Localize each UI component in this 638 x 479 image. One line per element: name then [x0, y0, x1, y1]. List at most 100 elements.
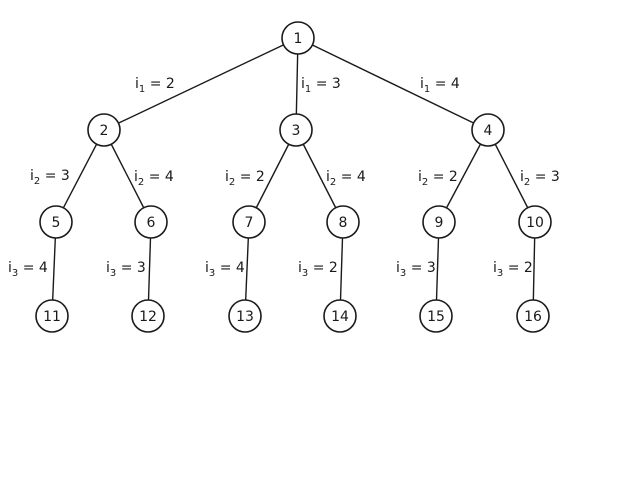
tree-node-9: 9	[422, 205, 456, 239]
edge-label-equals: =	[144, 169, 165, 185]
edge-label-variable: i	[301, 76, 305, 92]
tree-edge-8-14	[339, 237, 344, 301]
edge-label-subscript: 2	[524, 177, 530, 188]
tree-node-label: 12	[139, 309, 157, 325]
edge-label-value: 4	[236, 260, 245, 276]
tree-edge-3-8	[302, 143, 337, 209]
edge-label-value: 4	[165, 169, 174, 185]
tree-node-label: 5	[52, 215, 61, 231]
edge-label-value: 3	[137, 260, 146, 276]
edge-label-value: 2	[449, 169, 458, 185]
edge-label-equals: =	[311, 76, 332, 92]
edge-label-equals: =	[530, 169, 551, 185]
tree-edge-1-4	[312, 44, 474, 124]
edge-label-subscript: 2	[229, 177, 235, 188]
edge-label-subscript: 2	[138, 177, 144, 188]
edge-label-variable: i	[420, 76, 424, 92]
edge-label-equals: =	[308, 260, 329, 276]
edge-label-subscript: 3	[209, 268, 215, 279]
tree-node-circle	[131, 299, 165, 333]
tree-node-15: 15	[419, 299, 453, 333]
tree-edge-5-11	[51, 237, 57, 301]
tree-node-circle	[518, 205, 552, 239]
tree-node-circle	[471, 113, 505, 147]
tree-node-1: 1	[281, 21, 315, 55]
edge-label-3-8: i2 = 4	[326, 169, 366, 188]
tree-node-label: 7	[245, 215, 254, 231]
edge-label-subscript: 2	[422, 177, 428, 188]
tree-node-circle	[419, 299, 453, 333]
edge-label-subscript: 3	[302, 268, 308, 279]
edge-label-3-7: i2 = 2	[225, 169, 265, 188]
edge-label-subscript: 3	[110, 268, 116, 279]
edge-label-variable: i	[493, 260, 497, 276]
tree-node-6: 6	[134, 205, 168, 239]
edge-label-value: 3	[332, 76, 341, 92]
tree-node-label: 14	[331, 309, 349, 325]
tree-edge-2-5	[62, 143, 98, 209]
tree-node-label: 3	[292, 123, 301, 139]
edge-label-subscript: 1	[424, 84, 430, 95]
edge-label-1-4: i1 = 4	[420, 76, 460, 95]
tree-edge-4-10	[494, 143, 529, 209]
tree-node-circle	[39, 205, 73, 239]
tree-node-10: 10	[518, 205, 552, 239]
tree-edge-9-15	[435, 237, 440, 301]
tree-edge-2-6	[110, 143, 145, 209]
edge-label-6-12: i3 = 3	[106, 260, 146, 279]
edge-label-equals: =	[503, 260, 524, 276]
edge-label-variable: i	[30, 168, 34, 184]
tree-edge-4-9	[445, 143, 482, 209]
tree-edge-3-7	[255, 143, 290, 209]
edge-label-variable: i	[134, 169, 138, 185]
tree-node-circle	[87, 113, 121, 147]
tree-edge-10-16	[532, 237, 536, 301]
edge-label-variable: i	[225, 169, 229, 185]
tree-node-label: 2	[100, 123, 109, 139]
edge-label-7-13: i3 = 4	[205, 260, 245, 279]
tree-node-label: 11	[43, 309, 61, 325]
tree-node-7: 7	[232, 205, 266, 239]
tree-node-circle	[228, 299, 262, 333]
edge-label-9-15: i3 = 3	[396, 260, 436, 279]
edge-label-value: 3	[61, 168, 70, 184]
edge-label-value: 3	[551, 169, 560, 185]
tree-node-16: 16	[516, 299, 550, 333]
tree-node-circle	[422, 205, 456, 239]
tree-edge-1-3	[295, 53, 299, 115]
tree-node-label: 8	[339, 215, 348, 231]
edge-label-value: 4	[451, 76, 460, 92]
edge-label-value: 4	[39, 260, 48, 276]
tree-node-label: 6	[147, 215, 156, 231]
tree-node-circle	[516, 299, 550, 333]
edge-label-equals: =	[428, 169, 449, 185]
edge-label-value: 4	[357, 169, 366, 185]
tree-node-circle	[323, 299, 357, 333]
edge-label-variable: i	[520, 169, 524, 185]
edge-label-subscript: 3	[497, 268, 503, 279]
edge-label-equals: =	[145, 76, 166, 92]
edge-label-8-14: i3 = 2	[298, 260, 338, 279]
tree-node-circle	[326, 205, 360, 239]
tree-node-circle	[281, 21, 315, 55]
tree-node-3: 3	[279, 113, 313, 147]
tree-node-label: 1	[294, 31, 303, 47]
edge-label-equals: =	[215, 260, 236, 276]
edge-label-2-5: i2 = 3	[30, 168, 70, 187]
edge-label-variable: i	[396, 260, 400, 276]
tree-node-5: 5	[39, 205, 73, 239]
edge-label-subscript: 2	[330, 177, 336, 188]
edge-label-subscript: 3	[12, 268, 18, 279]
edge-label-equals: =	[406, 260, 427, 276]
edge-label-subscript: 1	[305, 84, 311, 95]
tree-edge-6-12	[147, 237, 152, 301]
tree-edges	[51, 44, 536, 301]
tree-node-2: 2	[87, 113, 121, 147]
edge-label-equals: =	[116, 260, 137, 276]
edge-label-value: 2	[256, 169, 265, 185]
edge-label-variable: i	[205, 260, 209, 276]
edge-label-subscript: 1	[139, 84, 145, 95]
edge-label-equals: =	[336, 169, 357, 185]
